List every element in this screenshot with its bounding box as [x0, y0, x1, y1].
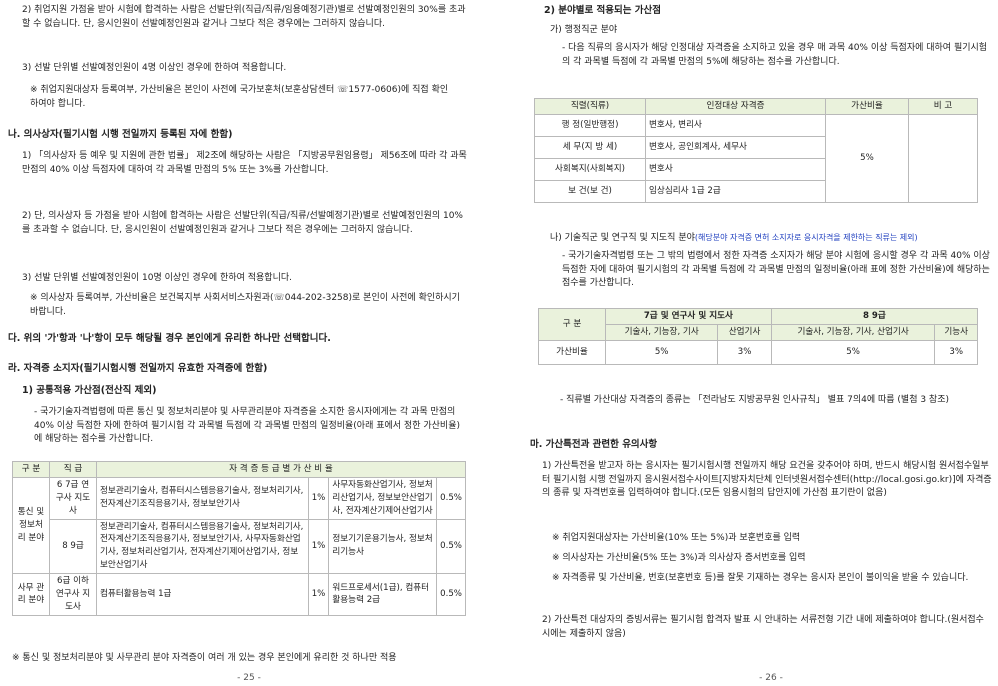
table-cell-rate: 5% [770, 339, 936, 365]
table-group-office: 사무 관리 분야 [12, 573, 50, 616]
note-wrong-input: ※ 자격종류 및 가산비율, 번호(보훈번호 등)를 잘못 기재하는 경우는 응… [552, 573, 969, 583]
page-25: 2) 취업지원 가점을 받아 시험에 합격하는 사람은 선발단위(직급/직류/임… [8, 0, 490, 686]
table-group-telecom: 통신 및 정보처리 분야 [12, 476, 50, 575]
table-cell-rate: 1% [307, 476, 330, 520]
subheading-field-bonus: 2) 분야별로 적용되는 가산점 [544, 5, 662, 16]
table-cell-certs: 워드프로세서(1급), 컴퓨터활용능력 2급 [328, 573, 438, 616]
tech-bonus-table: 구 분 7급 및 연구사 및 지도사 8 9급 기술사, 기능장, 기사 산업기… [538, 308, 979, 365]
table-cell-certs: 정보기기운용기능사, 정보처리기능사 [328, 518, 438, 575]
note-injured: ※ 의사상자 등록여부, 가산비율은 보건복지부 사회서비스자원과(☏044-2… [30, 293, 460, 317]
table-cell-rate: 1% [307, 518, 330, 575]
table-cell-rate: 3% [717, 339, 772, 365]
table-subheader: 기능사 [934, 323, 978, 341]
section-heading-ma: 마. 가산특전과 관련한 유의사항 [530, 439, 658, 450]
paragraph-admin-bonus: - 다음 직류의 응시자가 해당 인정대상 자격증을 소지하고 있을 경우 매 … [562, 43, 988, 67]
table-cell-rate: 5% [825, 113, 909, 203]
table-cell-rate: 5% [604, 339, 719, 365]
subheading-tech-note: (해당분야 자격증 면허 소지자로 응시자격을 제한하는 직류는 제외) [694, 233, 918, 242]
table-cell-certs: 사무자동화산업기사, 정보처리산업기사, 정보보안산업기사, 전자계산기제어산업… [328, 476, 438, 520]
table-subheader: 산업기사 [717, 323, 772, 341]
table-subheader: 기술사, 기능장, 기사, 산업기사 [770, 323, 936, 341]
note-veteran-input: ※ 취업지원대상자는 가산비율(10% 또는 5%)과 보훈번호를 입력 [552, 533, 801, 543]
table-header-cert: 인정대상 자격증 [645, 98, 826, 115]
table-cell-cert: 임상심리사 1급 2급 [645, 179, 826, 203]
table-header-gubun: 구 분 [538, 308, 606, 341]
table-cell-series: 세 무(지 방 세) [534, 135, 646, 159]
table-header-grp2: 8 9급 [770, 308, 979, 325]
table-cell-certs: 정보관리기술사, 컴퓨터시스템응용기술사, 정보처리기사, 전자계산기조직응용기… [96, 476, 309, 520]
subheading-admin: 가) 행정직군 분야 [550, 25, 618, 35]
table-row-label: 가산비율 [538, 339, 606, 365]
page-number: - 25 - [237, 673, 261, 683]
paragraph-injured-2: 2) 단, 의사상자 등 가점을 받아 시험에 합격하는 사람은 선발단위(직급… [22, 211, 463, 235]
table-cell-grade: 8 9급 [49, 518, 97, 575]
table-subheader: 기술사, 기능장, 기사 [604, 323, 719, 341]
paragraph-veteran-min: 3) 선발 단위별 선발예정인원이 4명 이상인 경우에 한하여 적용합니다. [22, 63, 287, 73]
table-cell-grade: 6급 이하 연구사 지도사 [49, 573, 97, 616]
paragraph-tech-rule: - 직류별 가산대상 자격증의 종류는 「전라남도 지방공무원 인사규칙」 별표… [560, 395, 950, 405]
table-header-rate: 가산비율 [825, 98, 909, 115]
table-cell-rate: 0.5% [436, 518, 466, 575]
section-heading-da: 다. 위의 '가'항과 '나'항이 모두 해당될 경우 본인에게 유리한 하나만… [8, 333, 331, 344]
table-header-rates: 자 격 증 등 급 별 가 산 비 율 [96, 461, 466, 478]
table-cell-series: 사회복지(사회복지) [534, 157, 646, 181]
table-cell-rate: 3% [934, 339, 978, 365]
admin-bonus-table: 직렬(직류) 인정대상 자격증 가산비율 비 고 행 정(일반행정) 변호사, … [534, 98, 978, 203]
table-header-category: 구 분 [12, 461, 50, 478]
table-footnote: ※ 통신 및 정보처리분야 및 사무관리 분야 자격증이 여러 개 있는 경우 … [12, 653, 397, 663]
table-cell-series: 보 건(보 건) [534, 179, 646, 203]
page-26: 2) 분야별로 적용되는 가산점 가) 행정직군 분야 - 다음 직류의 응시자… [530, 0, 998, 686]
table-header-grp1: 7급 및 연구사 및 지도사 [605, 308, 772, 325]
cert-bonus-table: 구 분 직 급 자 격 증 등 급 별 가 산 비 율 통신 및 정보처리 분야… [12, 461, 466, 616]
table-cell-rate: 0.5% [436, 573, 466, 616]
subheading-tech-label: 나) 기술직군 및 연구직 및 지도직 분야 [550, 233, 695, 243]
table-cell-cert: 변호사 [645, 157, 826, 181]
subheading-common-bonus: 1) 공통적용 가산점(전산직 제외) [22, 385, 157, 396]
table-cell-certs: 정보관리기술사, 컴퓨터시스템응용기술사, 정보처리기사, 전자계산기조직응용기… [96, 518, 309, 575]
table-cell-cert: 변호사, 변리사 [645, 113, 826, 137]
table-cell-rate: 0.5% [436, 476, 466, 520]
subheading-tech: 나) 기술직군 및 연구직 및 지도직 분야(해당분야 자격증 면허 소지자로 … [550, 232, 998, 246]
paragraph-injured-1: 1) 「의사상자 등 예우 및 지원에 관한 법률」 제2조에 해당하는 사람은… [22, 151, 467, 175]
table-cell-rate: 1% [307, 573, 330, 616]
paragraph-injured-3: 3) 선발 단위별 선발예정인원이 10명 이상인 경우에 한하여 적용합니다. [22, 273, 292, 283]
page-number: - 26 - [759, 673, 783, 683]
section-heading-na: 나. 의사상자(필기시험 시행 전일까지 등록된 자에 한함) [8, 129, 233, 140]
paragraph-evidence: 2) 가산특전 대상자의 증빙서류는 필기시험 합격자 발표 시 안내하는 서류… [542, 615, 984, 639]
table-header-remark: 비 고 [908, 98, 978, 115]
table-header-series: 직렬(직류) [534, 98, 646, 115]
paragraph-cert-bonus: - 국가기술자격법령에 따른 통신 및 정보처리분야 및 사무관리분야 자격증을… [34, 407, 460, 444]
table-cell-remark [908, 113, 978, 203]
section-heading-ra: 라. 자격증 소지자(필기시험시행 전일까지 유효한 자격증에 한함) [8, 363, 268, 374]
table-header-grade: 직 급 [49, 461, 97, 478]
paragraph-veteran-limit: 2) 취업지원 가점을 받아 시험에 합격하는 사람은 선발단위(직급/직류/임… [22, 5, 466, 29]
paragraph-bonus-requirement: 1) 가산특전을 받고자 하는 응시자는 필기시험시행 전일까지 해당 요건을 … [542, 461, 992, 498]
paragraph-tech-bonus: - 국가기술자격법령 또는 그 밖의 법령에서 정한 자격증 소지자가 해당 분… [562, 251, 990, 288]
note-injured-input: ※ 의사상자는 가산비율(5% 또는 3%)과 의사상자 증서번호를 입력 [552, 553, 806, 563]
note-veteran: ※ 취업지원대상자 등록여부, 가산비율은 본인이 사전에 국가보훈처(보훈상담… [30, 85, 449, 109]
table-cell-grade: 6 7급 연구사 지도사 [49, 476, 97, 520]
table-cell-series: 행 정(일반행정) [534, 113, 646, 137]
table-cell-cert: 변호사, 공인회계사, 세무사 [645, 135, 826, 159]
table-cell-certs: 컴퓨터활용능력 1급 [96, 573, 309, 616]
